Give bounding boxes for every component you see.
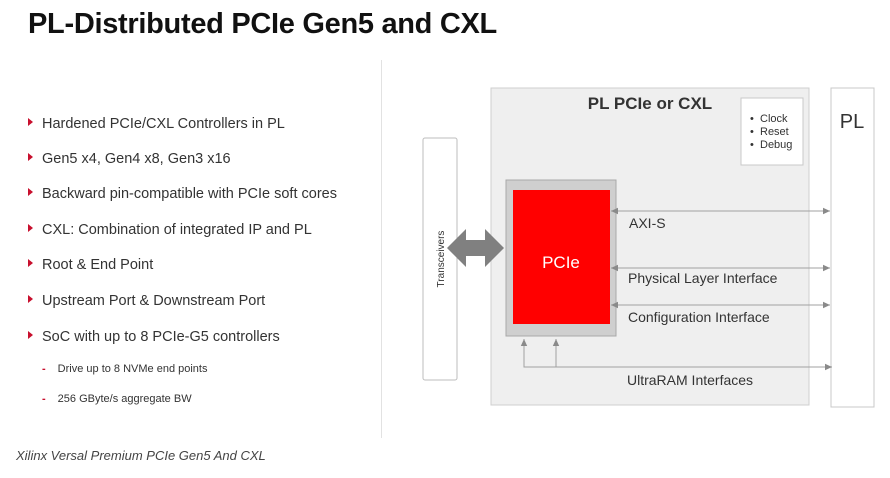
bullet-item: CXL: Combination of integrated IP and PL	[28, 222, 312, 238]
physical-layer-label: Physical Layer Interface	[628, 270, 778, 286]
bullet-marker-icon	[28, 153, 33, 161]
transceivers-label: Transceivers	[436, 231, 447, 288]
bullet-item: SoC with up to 8 PCIe-G5 controllers	[28, 329, 280, 345]
clock-item: Clock	[760, 113, 788, 125]
pl-label: PL	[840, 111, 864, 133]
bullet-marker-icon	[28, 295, 33, 303]
pcie-label: PCIe	[542, 253, 580, 272]
pcie-core	[513, 190, 610, 324]
transceivers-box	[422, 137, 458, 381]
double-arrow-icon	[447, 229, 504, 267]
pl-box	[830, 87, 875, 408]
bullet-text: Root & End Point	[42, 257, 154, 273]
dash-marker-icon: -	[42, 363, 46, 375]
ultraram-arrow	[520, 339, 832, 371]
axi-s-label: AXI-S	[629, 215, 666, 231]
bullet-text: Backward pin-compatible with PCIe soft c…	[42, 186, 337, 202]
dash-marker-icon: -	[42, 393, 46, 405]
bullet-item: Hardened PCIe/CXL Controllers in PL	[28, 116, 285, 132]
clock-reset-debug-box	[740, 97, 804, 166]
bullet-item: Root & End Point	[28, 257, 153, 273]
bullet-text: Hardened PCIe/CXL Controllers in PL	[42, 116, 285, 132]
bullet-text: CXL: Combination of integrated IP and PL	[42, 222, 312, 238]
clock-bullet-icon: •	[750, 113, 754, 125]
sub-bullet-item: -Drive up to 8 NVMe end points	[42, 363, 207, 375]
page-title: PL-Distributed PCIe Gen5 and CXL	[28, 8, 497, 40]
sub-bullet-item: -256 GByte/s aggregate BW	[42, 393, 192, 405]
debug-bullet-icon: •	[750, 139, 754, 151]
bullet-marker-icon	[28, 259, 33, 267]
sub-bullet-text: Drive up to 8 NVMe end points	[57, 363, 208, 375]
debug-item: Debug	[760, 139, 792, 151]
bullet-text: Upstream Port & Downstream Port	[42, 293, 266, 309]
bullet-text: SoC with up to 8 PCIe-G5 controllers	[42, 329, 280, 345]
sub-bullet-text: 256 GByte/s aggregate BW	[57, 393, 192, 405]
column-divider	[381, 60, 382, 438]
bullet-marker-icon	[28, 188, 33, 196]
reset-bullet-icon: •	[750, 126, 754, 138]
configuration-label: Configuration Interface	[628, 309, 770, 325]
reset-item: Reset	[760, 126, 789, 138]
image-caption: Xilinx Versal Premium PCIe Gen5 And CXL	[16, 448, 266, 463]
bullet-item: Upstream Port & Downstream Port	[28, 293, 265, 309]
block-title: PL PCIe or CXL	[588, 94, 712, 113]
ultraram-label: UltraRAM Interfaces	[627, 372, 753, 388]
bullet-item: Gen5 x4, Gen4 x8, Gen3 x16	[28, 151, 231, 167]
bullet-marker-icon	[28, 224, 33, 232]
bullet-text: Gen5 x4, Gen4 x8, Gen3 x16	[42, 151, 231, 167]
bullet-marker-icon	[28, 331, 33, 339]
bullet-marker-icon	[28, 118, 33, 126]
bullet-item: Backward pin-compatible with PCIe soft c…	[28, 186, 337, 202]
